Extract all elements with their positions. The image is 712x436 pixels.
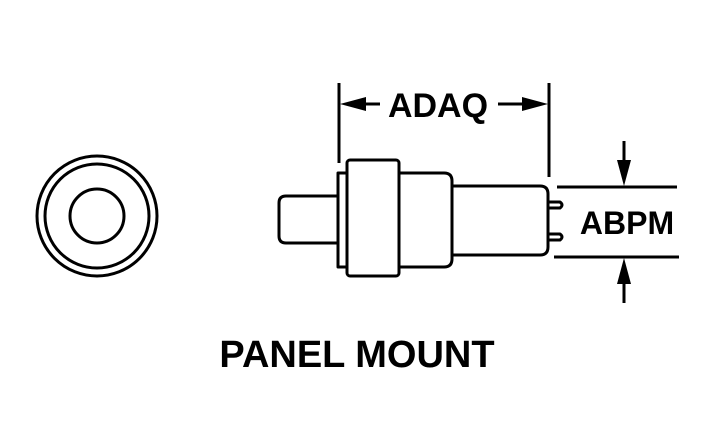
nut (345, 158, 401, 278)
arrow-up-icon (617, 258, 631, 284)
end-view (35, 154, 159, 278)
terminal-pin-top (548, 200, 564, 210)
end-view-outer-circle (35, 154, 159, 278)
diameter-dimension (554, 141, 679, 303)
end-view-middle-circle (43, 162, 151, 270)
body-rear (452, 184, 550, 257)
terminal-pin-bottom (548, 232, 564, 242)
diameter-dimension-label: ABPM (580, 205, 674, 241)
body-front (399, 171, 454, 269)
length-dimension (337, 83, 551, 177)
arrow-left-icon (340, 97, 366, 111)
diagram-caption: PANEL MOUNT (219, 334, 494, 376)
end-view-inner-circle (68, 187, 126, 245)
plunger (277, 194, 338, 245)
arrow-down-icon (617, 160, 631, 186)
arrow-right-icon (522, 97, 548, 111)
side-view (277, 158, 564, 278)
length-dimension-label: ADAQ (388, 87, 488, 125)
